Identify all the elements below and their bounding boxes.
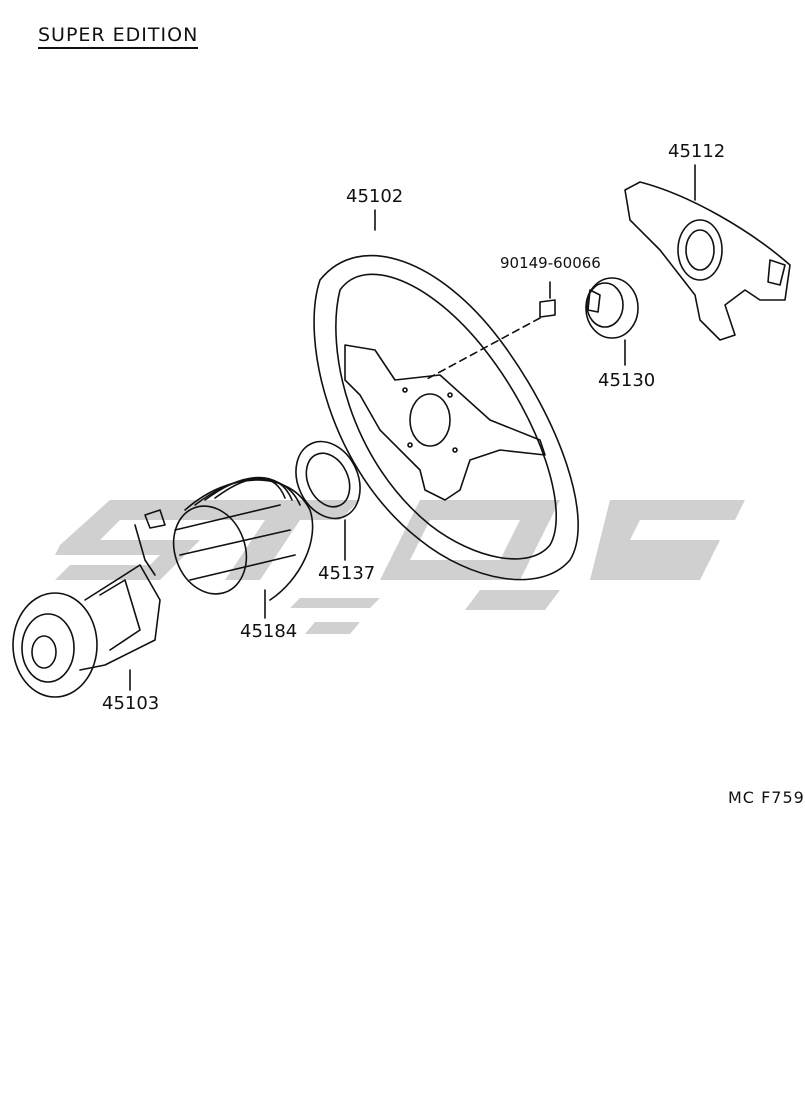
steering-wheel-45102	[313, 209, 579, 581]
part-label-90149-60066: 90149-60066	[500, 254, 601, 272]
horn-pad-45112	[624, 164, 791, 341]
part-label-45137: 45137	[318, 563, 376, 584]
part-label-45130: 45130	[598, 370, 656, 391]
part-label-45184: 45184	[240, 621, 298, 642]
part-label-45102: 45102	[346, 186, 404, 207]
part-label-45103: 45103	[102, 693, 160, 714]
figure-code: MC F759	[728, 788, 805, 807]
part-label-45112: 45112	[668, 141, 726, 162]
horn-contact-45130	[585, 277, 639, 366]
steering-hub-45103	[12, 509, 166, 698]
spacer-ring-45137	[295, 440, 361, 561]
screw-90149-60066	[424, 281, 556, 381]
boss-sleeve-45184	[172, 476, 314, 619]
page-title: SUPER EDITION	[38, 24, 199, 49]
